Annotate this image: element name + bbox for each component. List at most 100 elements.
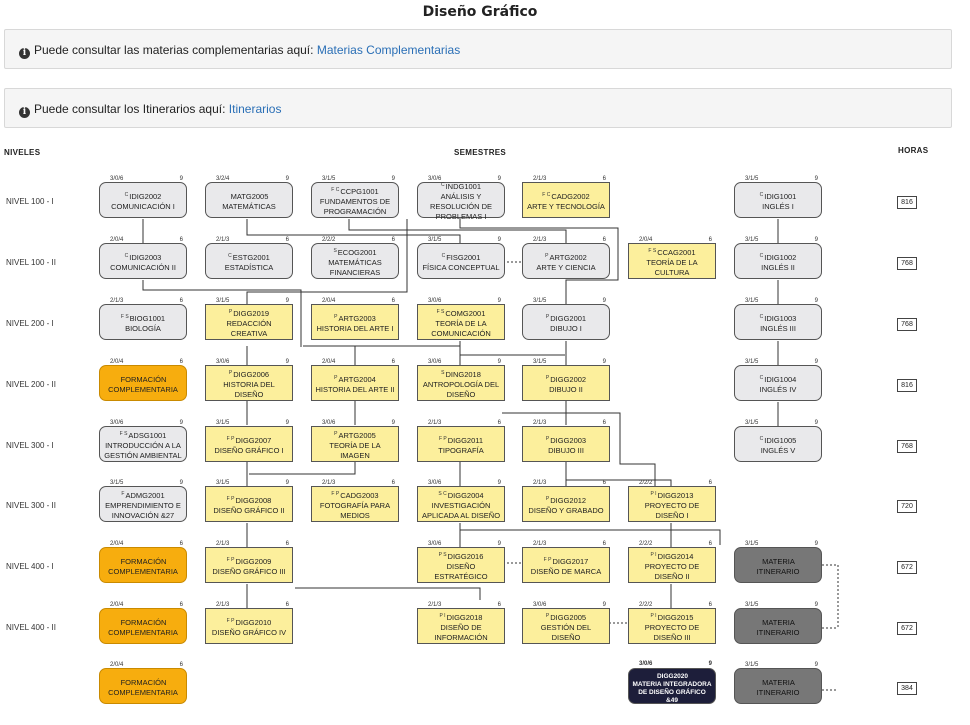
course-req-flags: C xyxy=(440,182,445,188)
course-name: COMUNICACIÓN II xyxy=(110,263,176,272)
course-code-text: DIGG2006 xyxy=(233,370,270,379)
level-hours: 816 xyxy=(897,196,917,209)
course-hours-split: 3/0/6 xyxy=(428,298,442,304)
course-code-text: INDG1001 xyxy=(445,182,482,191)
course-code-text: ESTG2001 xyxy=(232,253,270,262)
course-req-flags: F P xyxy=(226,557,235,563)
course-code: P IDIGG2013 xyxy=(651,489,694,501)
course-hours-split: 2/0/4 xyxy=(110,359,124,365)
course-req-flags: F S xyxy=(648,248,657,254)
level-hours: 768 xyxy=(897,318,917,331)
course-code: MATERIA xyxy=(761,555,795,567)
course-code-text: DIGG2015 xyxy=(657,613,694,622)
course-code-text: DIGG2020 xyxy=(656,672,689,680)
course-code-text: ARTG2004 xyxy=(338,375,376,384)
course-req-flags: F P xyxy=(543,557,552,563)
course-req-flags: F S xyxy=(436,309,445,315)
course-credits: 6 xyxy=(179,359,183,365)
course-code-text: FORMACIÓN xyxy=(120,375,167,384)
course-code-text: IDIG2002 xyxy=(129,192,162,201)
course-code-text: DIGG2008 xyxy=(235,496,272,505)
course-code: FORMACIÓN xyxy=(120,676,167,688)
link-materias-complementarias[interactable]: Materias Complementarias xyxy=(316,43,461,57)
course-code-text: MATERIA xyxy=(762,618,795,627)
course-code: F PDIGG2009 xyxy=(227,555,272,567)
course-code-text: DIGG2019 xyxy=(233,309,270,318)
course-code: CIDIG2002 xyxy=(125,190,162,202)
course-code-text: DIGG2011 xyxy=(447,436,484,445)
course-hours-split: 3/0/6 xyxy=(428,541,442,547)
course-name: ARTE Y CIENCIA xyxy=(536,263,596,272)
course-hours-split: 2/2/2 xyxy=(639,602,653,608)
course-credits: 6 xyxy=(602,541,606,547)
course-hours-split: 2/1/3 xyxy=(110,298,124,304)
course-hours-split: 2/0/4 xyxy=(639,237,653,243)
course-code: PDIGG2002 xyxy=(546,373,586,385)
course-req-flags: S xyxy=(441,370,445,376)
course-hours-split: 3/1/5 xyxy=(216,420,230,426)
course-credits: 6 xyxy=(179,662,183,668)
link-itinerarios[interactable]: Itinerarios xyxy=(228,102,282,116)
course-code: P IDIGG2014 xyxy=(651,550,694,562)
course-req-flags: F C xyxy=(331,187,340,193)
course-code: FORMACIÓN xyxy=(120,555,167,567)
course-name: PROYECTO DE DISEÑO II xyxy=(644,562,700,581)
course-code: CIDIG2003 xyxy=(125,251,162,263)
level-label: NIVEL 400 - II xyxy=(6,623,56,632)
header-semestres: SEMESTRES xyxy=(454,148,507,157)
course-code: PDIGG2005 xyxy=(546,611,586,623)
